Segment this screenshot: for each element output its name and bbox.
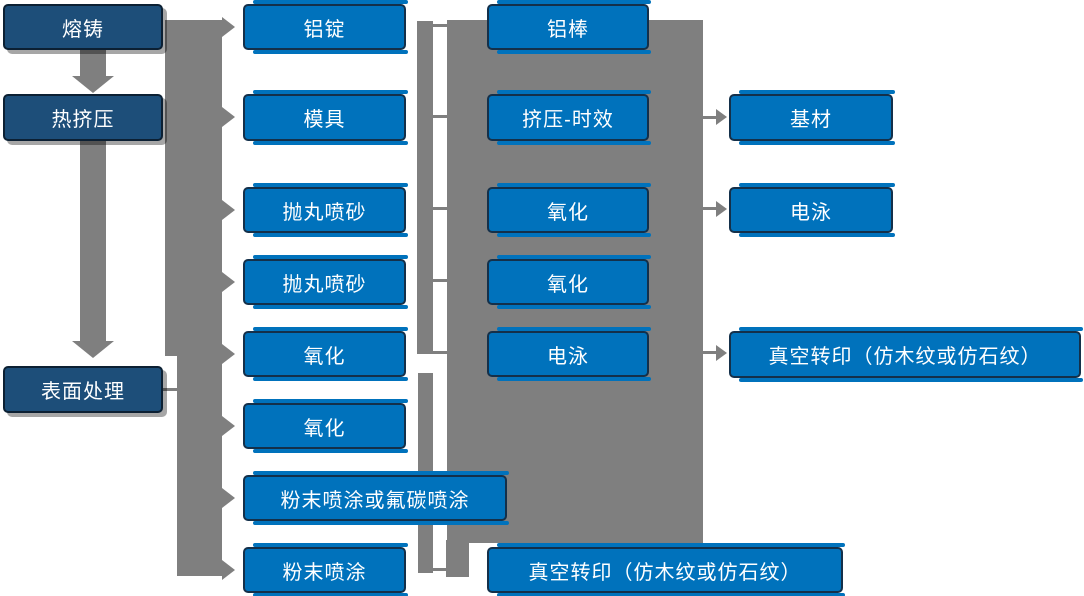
node-paowan-1: 抛丸喷砂 bbox=[243, 183, 408, 237]
node-label-yanghua-4: 氧化 bbox=[547, 273, 589, 296]
arrow-to-lvding-icon bbox=[222, 17, 235, 37]
node-label-rejiya: 热挤压 bbox=[51, 109, 115, 131]
arrow-extrude-down-icon bbox=[72, 341, 114, 358]
node-label-fenmo-futan: 粉末喷涂或氟碳喷涂 bbox=[280, 489, 470, 512]
node-rejiya: 热挤压 bbox=[3, 94, 163, 141]
connector-trunk-upper bbox=[165, 20, 222, 356]
connector-out-line-jicai bbox=[700, 116, 717, 119]
arrow-to-paowan-1-icon bbox=[222, 200, 235, 220]
node-label-muju: 模具 bbox=[303, 109, 346, 131]
node-label-jicai: 基材 bbox=[790, 109, 832, 131]
node-label-biaomianchuli: 表面处理 bbox=[41, 381, 125, 403]
connector-rail-link-4 bbox=[432, 279, 449, 282]
node-zhenkong-1: 真空转印（仿木纹或仿石纹） bbox=[487, 543, 845, 596]
node-label-lvbang: 铝棒 bbox=[547, 18, 589, 41]
arrow-to-yanghua-2-icon bbox=[222, 416, 235, 436]
arrow-to-jicai-icon bbox=[716, 109, 727, 125]
connector-block-tail bbox=[446, 540, 469, 577]
arrow-to-fenmo-futan-icon bbox=[222, 488, 235, 508]
node-jicai: 基材 bbox=[729, 90, 895, 145]
arrow-to-paowan-2-icon bbox=[222, 272, 235, 292]
connector-rail-link-1 bbox=[432, 24, 449, 27]
arrow-to-zhenkong-2-icon bbox=[716, 345, 727, 361]
connector-rail-link-6 bbox=[432, 568, 447, 571]
node-label-rongzhu: 熔铸 bbox=[62, 18, 104, 41]
connector-mid-rail-upper bbox=[417, 21, 433, 354]
connector-melt-to-extrude-stem bbox=[80, 50, 106, 77]
node-biaomianchuli: 表面处理 bbox=[3, 366, 163, 413]
connector-rail-link-2 bbox=[432, 115, 449, 118]
arrow-to-dianyong-2-icon bbox=[716, 201, 727, 217]
arrow-to-yanghua-1-icon bbox=[222, 344, 235, 364]
node-label-zhenkong-1: 真空转印（仿木纹或仿石纹） bbox=[528, 561, 802, 584]
connector-rail-link-3 bbox=[432, 207, 449, 210]
arrow-to-muju-icon bbox=[222, 107, 235, 127]
node-yanghua-4: 氧化 bbox=[487, 255, 651, 309]
connector-trunk-lower bbox=[177, 350, 222, 576]
node-label-dianyong-2: 电泳 bbox=[790, 201, 832, 224]
connector-out-line-dianyong bbox=[700, 207, 717, 210]
connector-extrude-to-surface-stem bbox=[80, 141, 106, 343]
node-yanghua-3: 氧化 bbox=[487, 183, 651, 237]
node-label-lvding: 铝锭 bbox=[303, 18, 346, 41]
node-label-paowan-1: 抛丸喷砂 bbox=[282, 201, 367, 224]
connector-rail-link-5 bbox=[432, 351, 449, 354]
node-lvding: 铝锭 bbox=[243, 0, 408, 54]
node-label-yanghua-1: 氧化 bbox=[303, 345, 346, 368]
node-yanghua-1: 氧化 bbox=[243, 327, 408, 381]
node-fenmo-futan: 粉末喷涂或氟碳喷涂 bbox=[243, 471, 509, 525]
node-jiya-shixiao: 挤压-时效 bbox=[487, 90, 651, 145]
node-label-paowan-2: 抛丸喷砂 bbox=[282, 273, 367, 296]
node-lvbang: 铝棒 bbox=[487, 0, 651, 54]
connector-out-line-zhenkong bbox=[700, 351, 717, 354]
node-label-fenmo: 粉末喷涂 bbox=[282, 561, 367, 584]
node-rongzhu: 熔铸 bbox=[3, 4, 163, 50]
arrow-to-fenmo-icon bbox=[222, 560, 235, 580]
node-label-dianyong-1: 电泳 bbox=[547, 345, 589, 368]
connector-surface-to-trunk-link bbox=[163, 388, 179, 391]
node-dianyong-2: 电泳 bbox=[729, 183, 895, 237]
node-fenmo: 粉末喷涂 bbox=[243, 543, 408, 596]
node-label-jiya-shixiao: 挤压-时效 bbox=[522, 109, 614, 131]
node-zhenkong-2: 真空转印（仿木纹或仿石纹） bbox=[729, 327, 1083, 382]
node-paowan-2: 抛丸喷砂 bbox=[243, 255, 408, 309]
node-yanghua-2: 氧化 bbox=[243, 399, 408, 453]
node-dianyong-1: 电泳 bbox=[487, 327, 651, 381]
arrow-melt-down-icon bbox=[72, 76, 114, 93]
node-label-zhenkong-2: 真空转印（仿木纹或仿石纹） bbox=[768, 346, 1042, 368]
node-label-yanghua-3: 氧化 bbox=[547, 201, 589, 224]
node-muju: 模具 bbox=[243, 90, 408, 145]
node-label-yanghua-2: 氧化 bbox=[303, 417, 346, 440]
